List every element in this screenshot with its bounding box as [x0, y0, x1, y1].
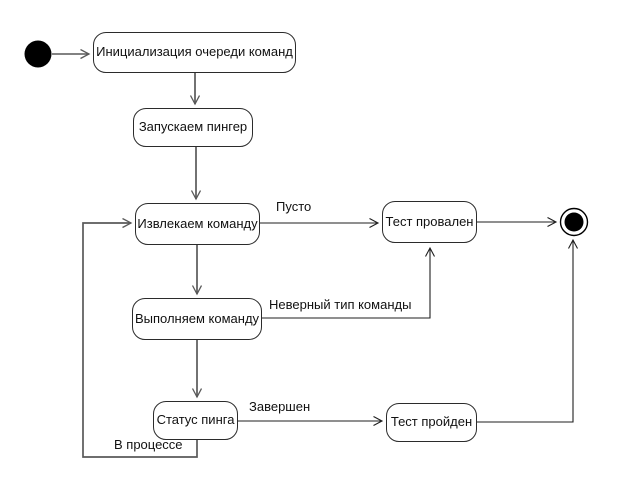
edge-label-empty: Пусто: [276, 199, 312, 214]
edge-label-finished: Завершен: [249, 399, 311, 414]
node-ping-status: Статус пинга: [153, 401, 238, 440]
edge-execute-command-to-test-failed: [262, 246, 435, 319]
edge-label-in-progress: В процессе: [114, 437, 183, 452]
node-test-failed: Тест провален: [382, 201, 477, 243]
edge-ping-status-loop-to-fetch-command: [82, 223, 198, 458]
final-state-node: [559, 207, 589, 237]
final-state-inner-dot: [564, 212, 584, 232]
edge-label-wrong-command-type: Неверный тип команды: [269, 297, 412, 312]
node-execute-command: Выполняем команду: [132, 298, 262, 340]
node-init-command-queue: Инициализация очереди команд: [93, 32, 296, 73]
node-test-passed: Тест пройден: [386, 403, 477, 442]
node-fetch-command: Извлекаем команду: [135, 203, 260, 245]
node-start-pinger: Запускаем пингер: [133, 108, 253, 147]
edge-test-passed-to-final: [477, 238, 578, 423]
initial-state-node: [24, 40, 52, 68]
